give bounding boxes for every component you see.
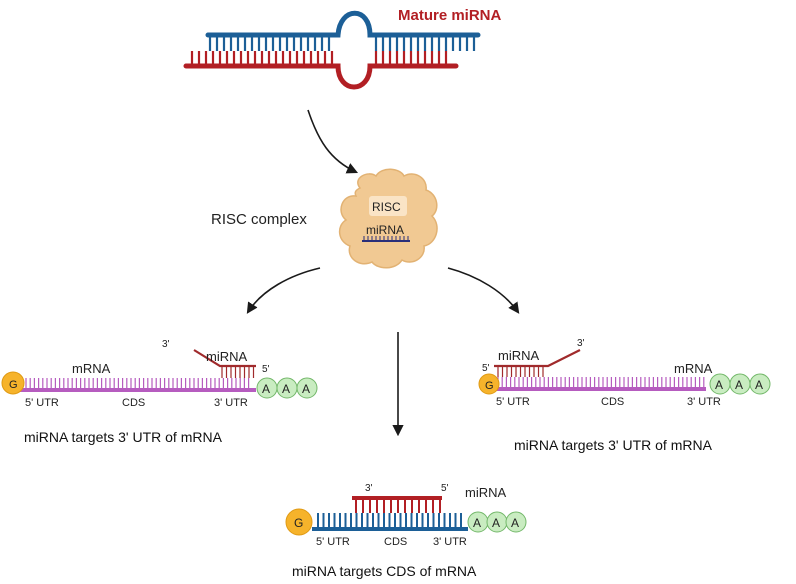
right-caption: miRNA targets 3' UTR of mRNA (514, 437, 713, 453)
bottom-mrna-ticks (317, 513, 462, 529)
left-utr5-label: 5' UTR (25, 397, 59, 409)
left-cap-icon (1, 371, 25, 395)
left-mirna-strand (193, 349, 256, 368)
duplex-blue-ticks (208, 35, 476, 51)
left-cds-label: CDS (122, 397, 145, 409)
arrow-to-right (447, 267, 520, 314)
right-utr3-label: 3' UTR (687, 396, 721, 408)
bottom-mirna-ticks (355, 498, 441, 513)
left-polya-a3: A (302, 382, 310, 396)
risc-mirna-label: miRNA (366, 223, 404, 237)
right-cap-label: G (485, 380, 494, 392)
right-prime3-label: 3' (577, 338, 585, 349)
right-panel: G A A A miRNA mRNA 3' 5' 5' UTR CDS 3' U… (478, 338, 771, 453)
bottom-prime5-label: 5' (441, 483, 449, 494)
left-prime3-label: 3' (162, 339, 170, 350)
bottom-cap-icon (285, 508, 313, 536)
bottom-mirna-label: miRNA (465, 485, 506, 500)
bottom-polya-a1: A (473, 516, 481, 530)
right-mirna-ticks (497, 366, 544, 377)
arrow-to-left (246, 267, 321, 314)
right-polya-a2: A (735, 378, 743, 392)
bottom-caption: miRNA targets CDS of mRNA (292, 563, 477, 579)
right-mirna-strand (494, 349, 581, 368)
right-cap-icon (478, 373, 500, 395)
left-polya-icon (256, 377, 318, 399)
left-caption: miRNA targets 3' UTR of mRNA (24, 429, 223, 445)
bottom-polya-a3: A (511, 516, 519, 530)
bottom-panel: G A A A 3' 5' miRNA 5' UTR CDS 3' UTR mi… (285, 483, 527, 579)
right-mirna-label: miRNA (498, 348, 539, 363)
left-panel: G A A A mRNA miRNA 3' 5' 5' UTR CDS 3' U… (1, 339, 318, 445)
risc-complex-label: RISC complex (211, 211, 307, 228)
bottom-cds-label: CDS (384, 536, 407, 548)
right-cds-label: CDS (601, 396, 624, 408)
left-mirna-label: miRNA (206, 349, 247, 364)
left-prime5-label: 5' (262, 364, 270, 375)
left-polya-a2: A (282, 382, 290, 396)
left-cap-label: G (9, 379, 18, 391)
arrow-to-risc (307, 109, 359, 174)
mature-mirna-label: Mature miRNA (398, 7, 502, 24)
bottom-polya-a2: A (492, 516, 500, 530)
bottom-polya-icon (467, 511, 527, 533)
bottom-prime3-label: 3' (365, 483, 373, 494)
mature-mirna-duplex (183, 10, 481, 90)
left-mrna-label: mRNA (72, 361, 111, 376)
risc-mirna-strand (362, 236, 410, 242)
bottom-cap-label: G (294, 516, 303, 530)
right-prime5-label: 5' (482, 363, 490, 374)
bottom-utr3-label: 3' UTR (433, 536, 467, 548)
bottom-utr5-label: 5' UTR (316, 536, 350, 548)
duplex-red-strand (183, 63, 459, 90)
risc-inner-label: RISC (372, 200, 401, 214)
right-polya-a1: A (715, 378, 723, 392)
duplex-blue-strand (205, 10, 481, 38)
right-polya-icon (709, 373, 771, 395)
right-mrna-label: mRNA (674, 361, 713, 376)
right-polya-a3: A (755, 378, 763, 392)
left-utr3-label: 3' UTR (214, 397, 248, 409)
right-utr5-label: 5' UTR (496, 396, 530, 408)
left-mirna-ticks (221, 366, 255, 378)
left-polya-a1: A (262, 382, 270, 396)
risc-blob-icon (338, 168, 438, 269)
